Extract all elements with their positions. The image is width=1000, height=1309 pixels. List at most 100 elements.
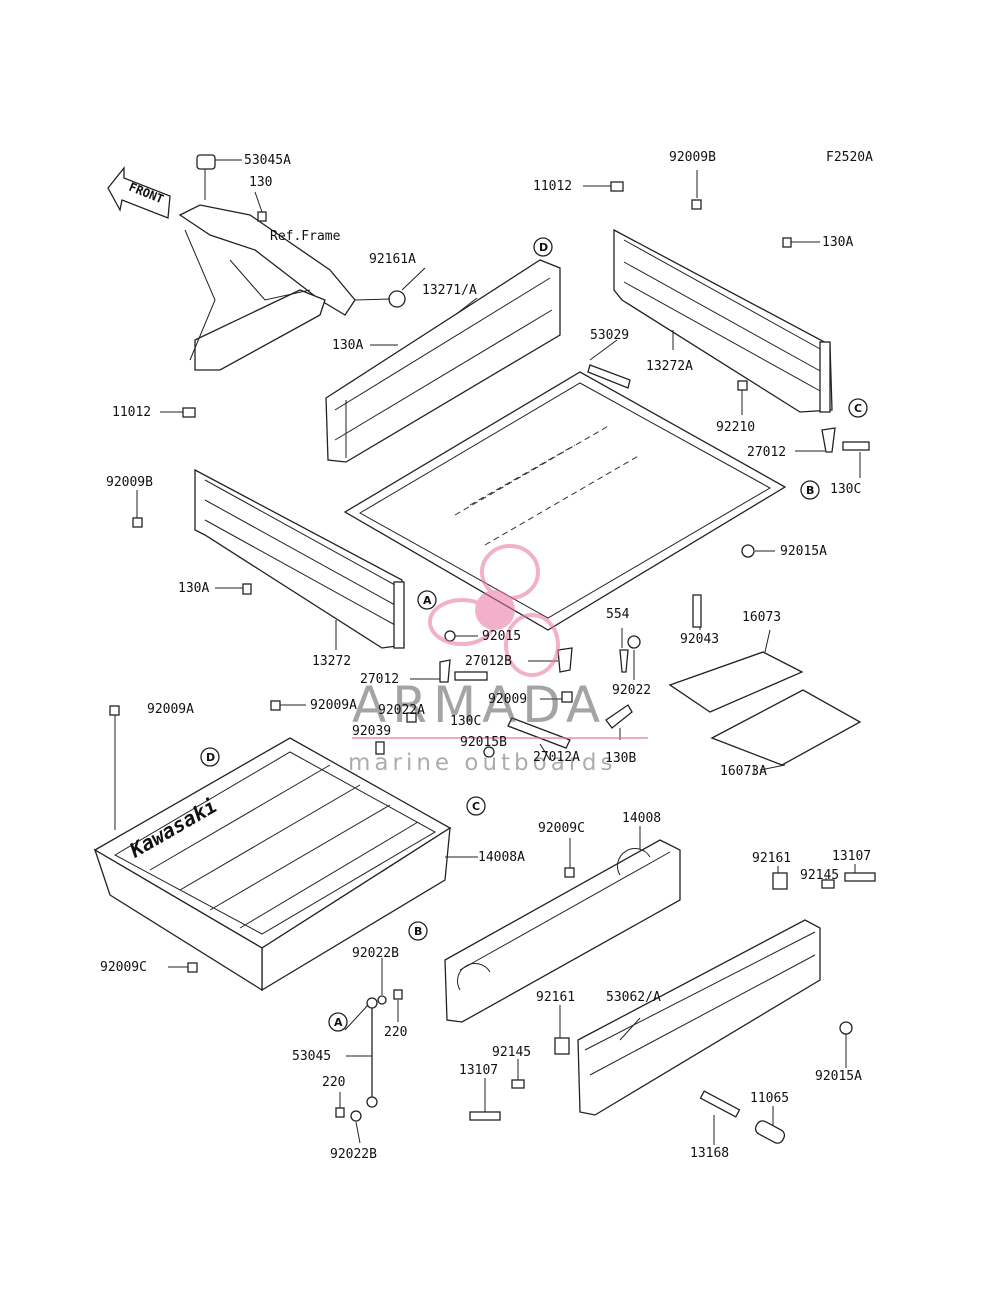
pin-13107-right xyxy=(844,872,876,882)
label-92022: 92022 xyxy=(612,683,651,698)
callout-C-mid: C xyxy=(466,796,486,816)
label-220-top: 220 xyxy=(384,1025,407,1040)
label-53062A: 53062/A xyxy=(606,990,661,1005)
svg-text:D: D xyxy=(206,751,215,764)
label-13272A: 13272A xyxy=(646,359,693,374)
callout-D-top: D xyxy=(533,237,553,257)
washer-92022B-top xyxy=(377,995,387,1005)
pin-554 xyxy=(619,649,629,673)
label-92009B-left: 92009B xyxy=(106,475,153,490)
label-53045A: 53045A xyxy=(244,153,291,168)
label-92015: 92015 xyxy=(482,629,521,644)
label-130C-mid: 130C xyxy=(450,714,481,729)
panel-13271A xyxy=(325,259,561,463)
label-92210: 92210 xyxy=(716,420,755,435)
label-13168: 13168 xyxy=(690,1146,729,1161)
svg-text:A: A xyxy=(423,594,432,607)
bracket-27012B xyxy=(557,647,573,673)
cable-53045 xyxy=(335,989,403,1122)
label-92161A: 92161A xyxy=(369,252,416,267)
tailgate-53062A xyxy=(469,872,876,1144)
nut-92210 xyxy=(737,380,748,391)
label-92009A-mid: 92009A xyxy=(310,698,357,713)
label-11012-left: 11012 xyxy=(112,405,151,420)
propeller-logo-icon xyxy=(428,544,560,677)
svg-text:D: D xyxy=(539,241,548,254)
label-53045: 53045 xyxy=(292,1049,331,1064)
part-labels: F2520A 53045A 130 Ref.Frame 92161A 13271… xyxy=(100,150,873,1162)
bolt-92009B-left xyxy=(132,517,143,528)
label-92009C-mid: 92009C xyxy=(538,821,585,836)
label-554: 554 xyxy=(606,607,630,622)
latch-92161-mid xyxy=(554,1037,570,1055)
bolt-92009B-top xyxy=(691,199,702,210)
bolt-92009C-left xyxy=(187,962,198,973)
label-13272: 13272 xyxy=(312,654,351,669)
rod-13168 xyxy=(699,1090,741,1118)
cap-11012-left xyxy=(182,407,196,418)
bolt-92009C-mid xyxy=(564,867,575,878)
washer-92022A xyxy=(406,712,417,723)
nut-92015A-mid xyxy=(741,544,755,558)
label-13107-mid: 13107 xyxy=(459,1063,498,1078)
label-16073A: 16073A xyxy=(720,764,767,779)
panel-13272 xyxy=(132,407,405,649)
callout-A-bottom: A xyxy=(328,1012,348,1032)
cap-92161A xyxy=(388,290,406,308)
bolt-92009A-mid xyxy=(270,700,281,711)
leader-lines xyxy=(114,159,861,1145)
callout-B-mid: B xyxy=(408,921,428,941)
callout-C-right: C xyxy=(848,398,868,418)
label-92022A: 92022A xyxy=(378,703,425,718)
label-14008A: 14008A xyxy=(478,850,525,865)
label-92009C-left: 92009C xyxy=(100,960,147,975)
label-130C-right: 130C xyxy=(830,482,861,497)
label-92145-right: 92145 xyxy=(800,868,839,883)
svg-text:B: B xyxy=(806,484,814,497)
nut-92009 xyxy=(561,691,573,703)
bolt-220-top xyxy=(393,989,403,1000)
callout-markers: D C B A D C B A xyxy=(200,237,868,1032)
label-13271A: 13271/A xyxy=(422,283,477,298)
label-92009B-top: 92009B xyxy=(669,150,716,165)
bolt-130C-right xyxy=(842,441,870,451)
callout-B-right: B xyxy=(800,480,820,500)
label-92009A-left: 92009A xyxy=(147,702,194,717)
label-92039: 92039 xyxy=(352,724,391,739)
frame-assembly xyxy=(178,154,406,371)
label-92009-mid: 92009 xyxy=(488,692,527,707)
watermark-tagline: marine outboards xyxy=(348,750,616,776)
spring-92145-right xyxy=(821,879,835,889)
label-27012-right: 27012 xyxy=(747,445,786,460)
figure-code: F2520A xyxy=(826,150,873,165)
label-220-bottom: 220 xyxy=(322,1075,345,1090)
label-ref-frame: Ref.Frame xyxy=(270,229,341,244)
label-130: 130 xyxy=(249,175,272,190)
label-27012A: 27012A xyxy=(533,750,580,765)
svg-text:C: C xyxy=(854,402,862,415)
cap-11012-top xyxy=(610,181,624,192)
spring-92145-mid xyxy=(511,1079,525,1089)
bracket-27012-mid xyxy=(439,659,451,683)
bolt-130C-mid xyxy=(454,671,488,681)
mat-16073A xyxy=(710,689,862,766)
label-13107-right: 13107 xyxy=(832,849,871,864)
label-92161-right: 92161 xyxy=(752,851,791,866)
front-arrow-icon: FRONT xyxy=(107,166,171,219)
svg-text:B: B xyxy=(414,925,422,938)
label-14008: 14008 xyxy=(622,811,661,826)
label-27012-mid: 27012 xyxy=(360,672,399,687)
nut-92015B xyxy=(483,746,495,758)
mat-16073 xyxy=(668,651,804,713)
label-11012-top: 11012 xyxy=(533,179,572,194)
pin-13107-mid xyxy=(469,1111,501,1121)
label-92145-mid: 92145 xyxy=(492,1045,531,1060)
mats xyxy=(668,629,862,771)
bolt-130B xyxy=(605,704,633,729)
bracket-27012A xyxy=(507,717,571,749)
label-92161-mid: 92161 xyxy=(536,990,575,1005)
nut-92015A-right xyxy=(839,1021,853,1035)
callout-D-left: D xyxy=(200,747,220,767)
label-92015A-mid: 92015A xyxy=(780,544,827,559)
